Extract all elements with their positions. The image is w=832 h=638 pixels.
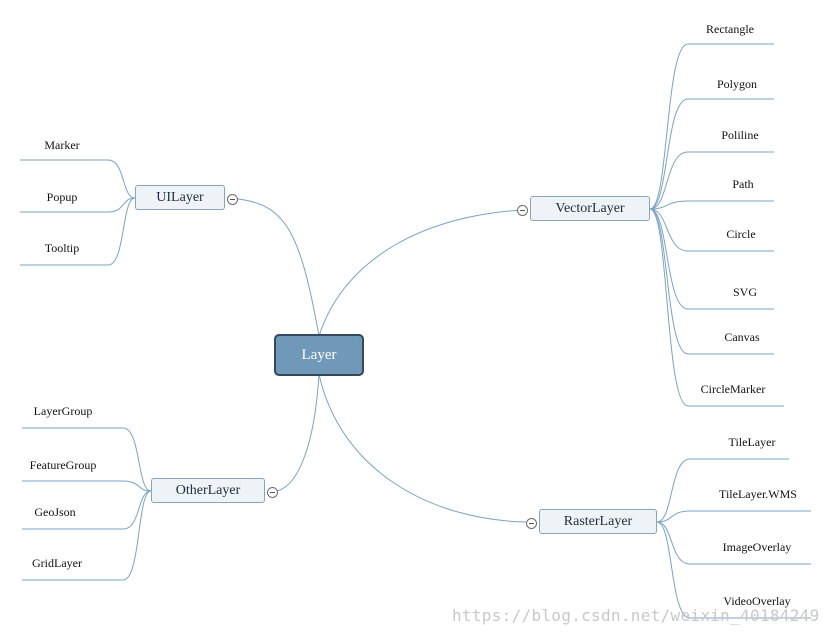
leaf-tooltip[interactable]: Tooltip [44, 241, 80, 255]
leaf-rectangle[interactable]: Rectangle [706, 22, 754, 36]
connector-leaf [649, 208, 774, 355]
collapse-otherlayer-icon[interactable] [267, 487, 278, 498]
watermark-url: https://blog.csdn.net/weixin_40184249 [452, 606, 820, 625]
leaf-tilelayer[interactable]: TileLayer [728, 435, 776, 449]
connector-leaf [649, 208, 784, 407]
leaf-popup[interactable]: Popup [46, 190, 78, 204]
leaf-layergroup[interactable]: LayerGroup [33, 404, 93, 418]
connector-leaf [649, 200, 774, 210]
connector-leaf [649, 98, 774, 210]
leaf-polygon[interactable]: Polygon [716, 77, 758, 91]
leaf-marker[interactable]: Marker [44, 138, 80, 152]
collapse-uilayer-icon[interactable] [227, 194, 238, 205]
connector-root-rasterlayer [318, 373, 527, 523]
root-node-layer[interactable]: Layer [274, 334, 364, 376]
connector-root-uilayer [237, 198, 320, 337]
collapse-rasterlayer-icon[interactable] [526, 518, 537, 529]
connector-leaf [20, 159, 136, 199]
connector-leaf [656, 521, 811, 619]
leaf-svg[interactable]: SVG [732, 285, 758, 299]
leaf-circlemarker[interactable]: CircleMarker [700, 382, 766, 396]
leaf-gridlayer[interactable]: GridLayer [32, 556, 82, 570]
branch-node-vectorlayer[interactable]: VectorLayer [530, 196, 650, 221]
connector-leaf [656, 458, 789, 523]
branch-node-otherlayer[interactable]: OtherLayer [151, 478, 265, 503]
leaf-poliline[interactable]: Poliline [721, 128, 759, 142]
connector-leaf [656, 521, 811, 565]
leaf-canvas[interactable]: Canvas [724, 330, 760, 344]
leaf-geojson[interactable]: GeoJson [34, 505, 76, 519]
connector-leaf [649, 208, 774, 310]
leaf-circle[interactable]: Circle [726, 227, 756, 241]
leaf-tilelayer-wms[interactable]: TileLayer.WMS [719, 487, 797, 501]
connector-leaf [649, 151, 774, 210]
collapse-vectorlayer-icon[interactable] [517, 205, 528, 216]
connector-leaf [22, 427, 152, 492]
connector-leaf [22, 490, 152, 530]
connector-leaf [649, 208, 774, 252]
branch-node-uilayer[interactable]: UILayer [135, 185, 225, 210]
connector-root-vectorlayer [318, 209, 524, 337]
connector-leaf [22, 480, 152, 492]
connector-leaf [20, 197, 136, 213]
leaf-videooverlay[interactable]: VideoOverlay [723, 594, 791, 608]
leaf-path[interactable]: Path [732, 177, 754, 191]
connector-leaf [649, 43, 774, 210]
connector-leaf [20, 197, 136, 266]
connector-root-otherlayer [276, 373, 320, 492]
branch-node-rasterlayer[interactable]: RasterLayer [539, 509, 657, 534]
connector-leaf [22, 490, 152, 581]
connector-leaf [656, 510, 811, 523]
leaf-imageoverlay[interactable]: ImageOverlay [722, 540, 792, 554]
leaf-featuregroup[interactable]: FeatureGroup [29, 458, 97, 472]
